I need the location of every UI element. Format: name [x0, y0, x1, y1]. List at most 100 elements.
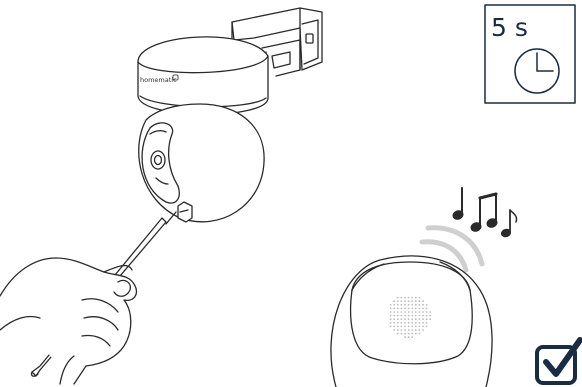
grille-dot — [411, 329, 413, 331]
grille-dot — [397, 329, 399, 331]
grille-dot — [401, 318, 403, 320]
grille-dot — [404, 308, 406, 310]
grille-dot — [401, 297, 403, 299]
grille-dot — [404, 322, 406, 324]
grille-dot — [393, 300, 395, 302]
grille-dot — [397, 326, 399, 328]
grille-dot — [411, 322, 413, 324]
grille-dot — [422, 318, 424, 320]
grille-dot — [422, 311, 424, 313]
grille-dot — [408, 308, 410, 310]
grille-dot — [401, 326, 403, 328]
grille-dot — [411, 300, 413, 302]
grille-dot — [393, 304, 395, 306]
grille-dot — [404, 297, 406, 299]
grille-dot — [411, 311, 413, 313]
grille-dot — [393, 308, 395, 310]
grille-dot — [415, 311, 417, 313]
grille-dot — [429, 315, 431, 317]
grille-dot — [390, 311, 392, 313]
grille-dot — [429, 311, 431, 313]
grille-dot — [397, 304, 399, 306]
grille-dot — [419, 297, 421, 299]
grille-dot — [390, 318, 392, 320]
grille-dot — [411, 315, 413, 317]
grille-dot — [422, 329, 424, 331]
grille-dot — [393, 311, 395, 313]
grille-dot — [408, 297, 410, 299]
grille-dot — [419, 322, 421, 324]
grille-dot — [390, 304, 392, 306]
grille-dot — [419, 300, 421, 302]
grille-dot — [408, 300, 410, 302]
grille-dot — [408, 322, 410, 324]
grille-dot — [419, 304, 421, 306]
grille-dot — [415, 318, 417, 320]
grille-dot — [415, 300, 417, 302]
grille-dot — [397, 318, 399, 320]
grille-dot — [401, 322, 403, 324]
grille-dot — [397, 311, 399, 313]
hand-icon — [0, 258, 136, 384]
grille-dot — [429, 318, 431, 320]
grille-dot — [411, 308, 413, 310]
grille-dot — [408, 329, 410, 331]
grille-dot — [419, 311, 421, 313]
grille-dot — [404, 300, 406, 302]
camera-front-view — [331, 256, 492, 387]
grille-dot — [419, 326, 421, 328]
grille-dot — [426, 326, 428, 328]
grille-dot — [393, 329, 395, 331]
grille-dot — [404, 318, 406, 320]
grille-dot — [397, 333, 399, 335]
grille-dot — [401, 329, 403, 331]
grille-dot — [408, 333, 410, 335]
grille-dot — [397, 300, 399, 302]
grille-dot — [415, 297, 417, 299]
grille-dot — [390, 315, 392, 317]
grille-dot — [415, 333, 417, 335]
grille-dot — [419, 333, 421, 335]
checkbox-checked-icon — [537, 340, 580, 383]
timer-box: 5 s — [485, 5, 575, 103]
grille-dot — [411, 297, 413, 299]
grille-dot — [415, 322, 417, 324]
grille-dot — [397, 297, 399, 299]
grille-dot — [408, 318, 410, 320]
grille-dot — [422, 300, 424, 302]
grille-dot — [408, 326, 410, 328]
grille-dot — [419, 308, 421, 310]
grille-dot — [397, 308, 399, 310]
grille-dot — [422, 315, 424, 317]
grille-dot — [397, 315, 399, 317]
grille-dot — [419, 315, 421, 317]
grille-dot — [404, 315, 406, 317]
grille-dot — [415, 329, 417, 331]
grille-dot — [411, 326, 413, 328]
grille-dot — [419, 318, 421, 320]
grille-dot — [393, 318, 395, 320]
grille-dot — [411, 333, 413, 335]
grille-dot — [408, 315, 410, 317]
grille-dot — [422, 304, 424, 306]
grille-dot — [401, 333, 403, 335]
grille-dot — [404, 304, 406, 306]
grille-dot — [426, 322, 428, 324]
grille-dot — [426, 315, 428, 317]
brand-label: homematic — [140, 76, 177, 84]
grille-dot — [401, 311, 403, 313]
grille-dot — [390, 326, 392, 328]
timer-label: 5 s — [491, 13, 528, 42]
grille-dot — [390, 322, 392, 324]
grille-dot — [415, 326, 417, 328]
grille-dot — [404, 326, 406, 328]
grille-dot — [404, 311, 406, 313]
grille-dot — [415, 304, 417, 306]
grille-dot — [426, 308, 428, 310]
grille-dot — [422, 322, 424, 324]
grille-dot — [411, 318, 413, 320]
grille-dot — [415, 315, 417, 317]
grille-dot — [393, 315, 395, 317]
camera-body: homematic — [138, 37, 268, 222]
